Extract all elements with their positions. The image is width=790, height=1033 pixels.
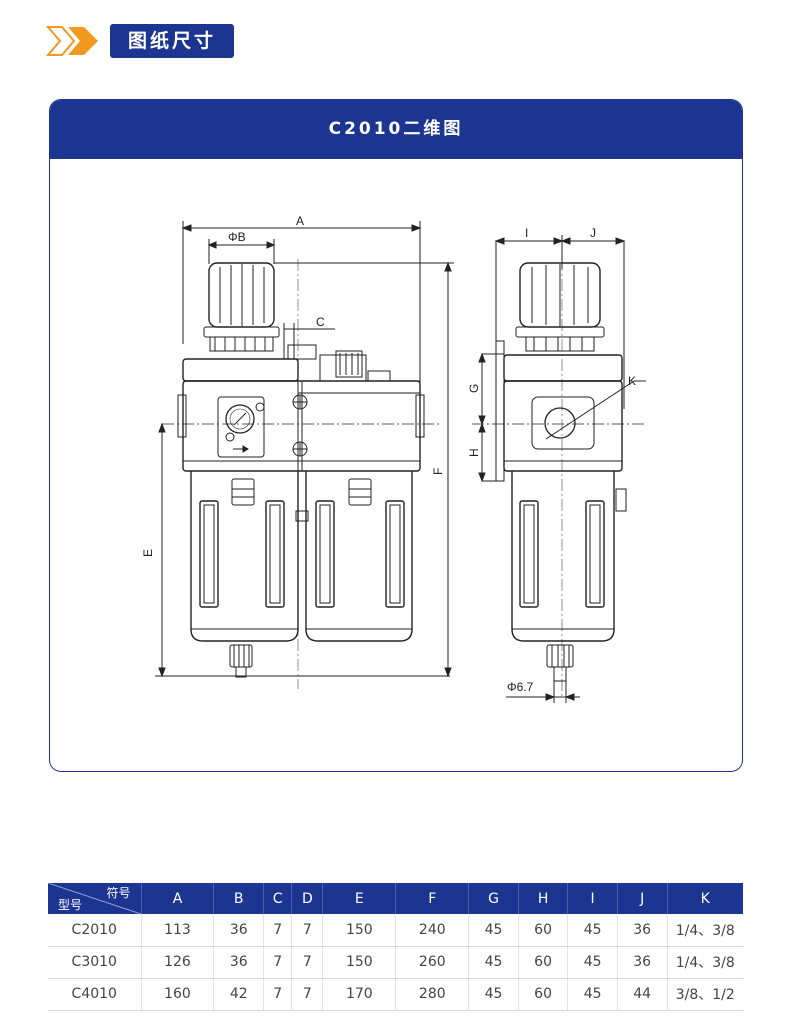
value-cell: 60 (518, 914, 569, 947)
value-cell: 7 (263, 978, 293, 1011)
corner-label-model: 型号 (58, 898, 83, 912)
model-cell: C4010 (48, 978, 142, 1011)
dim-label-a: A (296, 214, 304, 228)
table-header-row: 符号 型号 A B C D E F G H I J K (48, 883, 743, 914)
value-cell: 60 (518, 946, 569, 979)
dim-label-h: H (467, 448, 481, 457)
drawing-panel: C2010二维图 A ΦB (49, 99, 743, 772)
column-header: J (617, 883, 668, 914)
value-cell: 45 (468, 946, 519, 979)
column-header: D (291, 883, 324, 914)
value-cell: 240 (395, 914, 470, 947)
value-cell: 45 (567, 914, 618, 947)
column-header: A (141, 883, 215, 914)
value-cell: 45 (567, 978, 618, 1011)
value-cell: 160 (141, 978, 215, 1011)
value-cell: 7 (263, 946, 293, 979)
value-cell: 150 (322, 914, 397, 947)
value-cell: 44 (617, 978, 668, 1011)
value-cell: 3/8、1/2 (667, 978, 743, 1011)
value-cell: 170 (322, 978, 397, 1011)
table-row: C3010 126 36 7 7 150 260 45 60 45 36 1/4… (48, 946, 743, 979)
column-header: K (667, 883, 743, 914)
value-cell: 7 (291, 914, 324, 947)
column-header: E (322, 883, 397, 914)
dim-label-c: C (316, 315, 325, 329)
value-cell: 36 (213, 946, 264, 979)
double-chevron-icon (45, 25, 100, 57)
dim-label-g: G (467, 384, 481, 393)
value-cell: 113 (141, 914, 215, 947)
dim-label-e: E (141, 549, 155, 557)
dim-label-k: K (628, 374, 636, 388)
diagonal-divider (48, 883, 141, 914)
value-cell: 150 (322, 946, 397, 979)
column-header: F (395, 883, 470, 914)
value-cell: 7 (291, 946, 324, 979)
value-cell: 1/4、3/8 (667, 946, 743, 979)
value-cell: 45 (468, 914, 519, 947)
value-cell: 126 (141, 946, 215, 979)
table-row: C4010 160 42 7 7 170 280 45 60 45 44 3/8… (48, 978, 743, 1011)
dim-label-j: J (590, 226, 596, 240)
value-cell: 7 (263, 914, 293, 947)
section-title: 图纸尺寸 (110, 24, 235, 58)
table-row: C2010 113 36 7 7 150 240 45 60 45 36 1/4… (48, 914, 743, 947)
value-cell: 7 (291, 978, 324, 1011)
dim-label-phi67: Φ6.7 (507, 680, 534, 694)
value-cell: 45 (468, 978, 519, 1011)
corner-label-symbol: 符号 (106, 886, 131, 900)
dimension-table: 符号 型号 A B C D E F G H I J K C2010 113 36… (48, 883, 743, 1011)
column-header: H (518, 883, 569, 914)
panel-title: C2010二维图 (50, 100, 742, 159)
column-header: B (213, 883, 264, 914)
value-cell: 42 (213, 978, 264, 1011)
table-corner-header: 符号 型号 (48, 883, 142, 914)
value-cell: 36 (617, 914, 668, 947)
dim-label-phib: ΦB (228, 230, 246, 244)
value-cell: 60 (518, 978, 569, 1011)
column-header: G (468, 883, 519, 914)
value-cell: 45 (567, 946, 618, 979)
dim-label-f: F (431, 468, 445, 475)
value-cell: 1/4、3/8 (667, 914, 743, 947)
section-header: 图纸尺寸 (45, 24, 235, 58)
value-cell: 36 (617, 946, 668, 979)
value-cell: 280 (395, 978, 470, 1011)
column-header: I (567, 883, 618, 914)
value-cell: 260 (395, 946, 470, 979)
model-cell: C2010 (48, 914, 142, 947)
dim-label-i: I (525, 226, 528, 240)
value-cell: 36 (213, 914, 264, 947)
model-cell: C3010 (48, 946, 142, 979)
technical-drawing: A ΦB C (50, 159, 742, 771)
column-header: C (263, 883, 293, 914)
